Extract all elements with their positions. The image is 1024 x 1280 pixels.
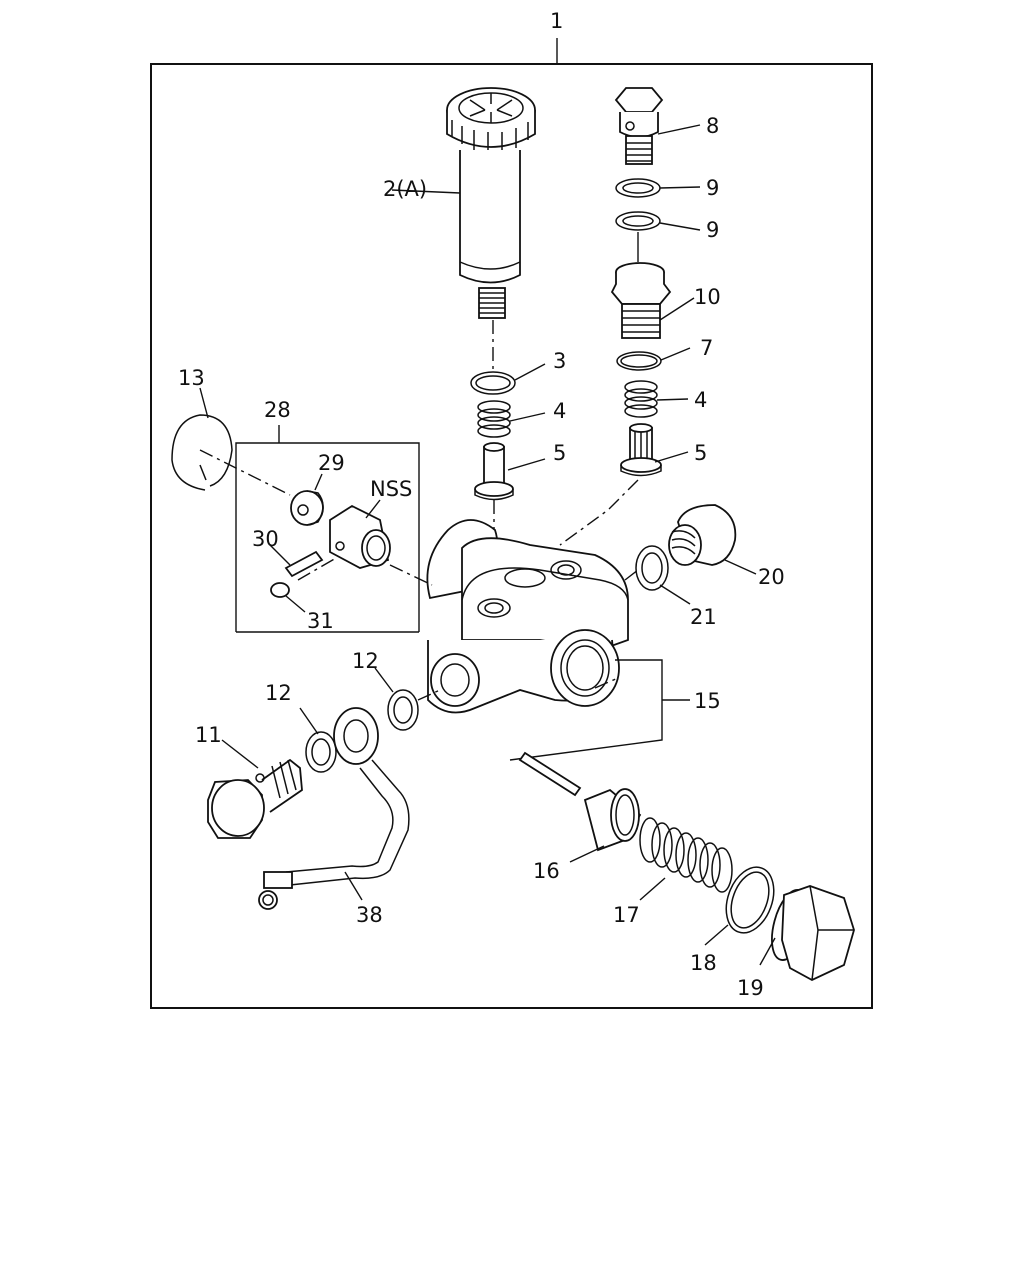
kit-28-bracket	[235, 442, 420, 632]
callout-4-left: 4	[553, 399, 566, 423]
callout-31: 31	[307, 609, 334, 633]
callout-1: 1	[550, 9, 563, 33]
callout-10: 10	[694, 285, 721, 309]
callout-18: 18	[690, 951, 717, 975]
part-valve-5-left	[474, 442, 514, 501]
part-ring-7	[616, 351, 662, 371]
callout-4-right: 4	[694, 388, 707, 412]
part-snap-ring-13	[171, 414, 233, 491]
callout-13: 13	[178, 366, 205, 390]
part-washer-12-left	[305, 731, 337, 773]
part-valve-holder-10	[610, 262, 672, 339]
part-o-ring-3	[470, 371, 516, 395]
part-valve-5-right	[620, 423, 662, 477]
callout-12-left: 12	[265, 681, 292, 705]
part-banjo-bolt-8	[614, 87, 664, 165]
callout-15: 15	[694, 689, 721, 713]
part-roller-29	[290, 490, 324, 526]
callout-30: 30	[252, 527, 279, 551]
callout-17: 17	[613, 903, 640, 927]
part-fuel-pipe-38	[258, 707, 410, 910]
part-plug-19	[771, 885, 855, 982]
part-ring-18	[725, 866, 775, 934]
part-washer-9-upper	[615, 178, 661, 198]
callout-38: 38	[356, 903, 383, 927]
part-piston-16	[583, 788, 642, 852]
part-plug-20	[668, 504, 737, 566]
callout-8: 8	[706, 114, 719, 138]
callout-12-right: 12	[352, 649, 379, 673]
callout-7: 7	[700, 336, 713, 360]
callout-29: 29	[318, 451, 345, 475]
callout-nss: NSS	[370, 477, 412, 501]
callout-28: 28	[264, 398, 291, 422]
part-tappet-nss	[329, 504, 391, 569]
part-washer-9-lower	[615, 211, 661, 231]
callout-21: 21	[690, 605, 717, 629]
part-pin-15	[518, 751, 582, 797]
callout-19: 19	[737, 976, 764, 1000]
callout-9-upper: 9	[706, 176, 719, 200]
callout-16: 16	[533, 859, 560, 883]
part-pump-body	[426, 519, 629, 714]
callout-20: 20	[758, 565, 785, 589]
part-spring-17	[639, 817, 733, 893]
part-spring-4-left	[477, 400, 511, 438]
part-pin-30	[284, 550, 324, 578]
part-clip-31	[270, 582, 290, 598]
part-banjo-bolt-11	[207, 758, 303, 839]
part-washer-12-right	[387, 689, 419, 731]
callout-2a: 2(A)	[383, 177, 427, 201]
callout-9-lower: 9	[706, 218, 719, 242]
callout-11: 11	[195, 723, 222, 747]
kit-frame	[150, 63, 873, 1009]
callout-5-left: 5	[553, 441, 566, 465]
part-spring-4-right	[624, 380, 658, 418]
part-priming-pump	[446, 87, 536, 319]
callout-5-right: 5	[694, 441, 707, 465]
callout-3: 3	[553, 349, 566, 373]
part-washer-21	[635, 545, 669, 591]
